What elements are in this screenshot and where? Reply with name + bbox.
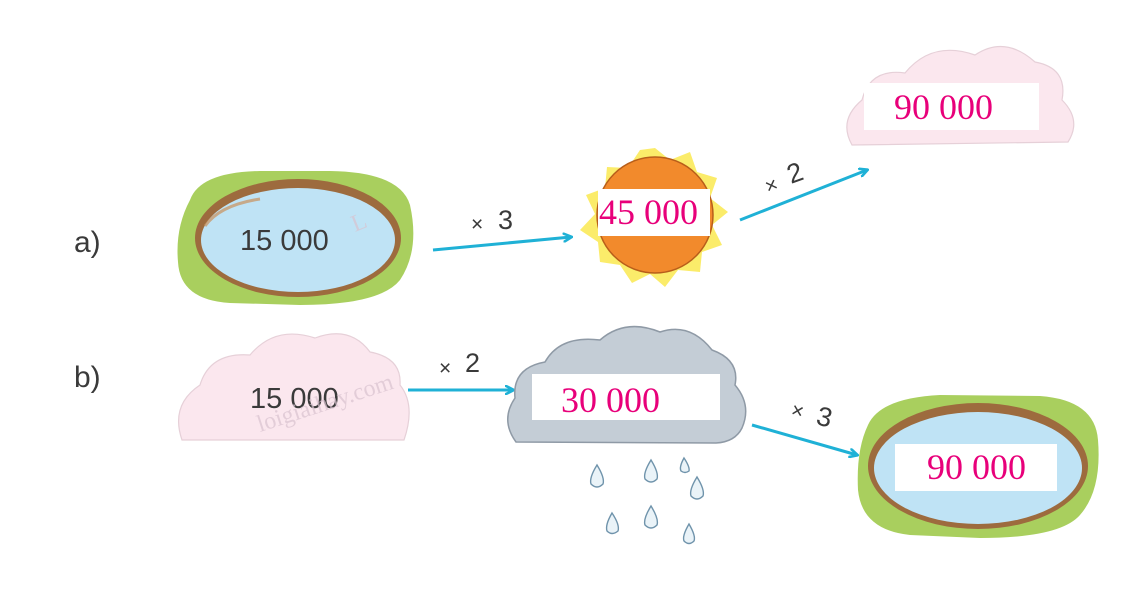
factor-b1: 2 [465, 348, 480, 378]
answer-box-b2 [895, 444, 1057, 491]
answer-box-b1 [532, 374, 720, 420]
arrow-b2 [751, 423, 857, 455]
answer-a1: 45 000 [599, 192, 698, 232]
factor-a1: 3 [498, 205, 513, 235]
arrow-a2 [739, 170, 867, 222]
times-sign-b1: × [439, 357, 451, 380]
answer-box-a1 [598, 189, 710, 236]
row-b-label: b) [74, 361, 101, 394]
raindrops-icon [589, 456, 705, 545]
pond-icon [177, 171, 414, 305]
answer-a2: 90 000 [894, 87, 993, 127]
row-a-label: a) [74, 226, 101, 259]
times-sign-a1: × [471, 213, 483, 236]
times-sign-b2: × [789, 399, 806, 424]
answer-box-a2 [864, 83, 1039, 130]
factor-b2: 3 [814, 401, 836, 434]
times-sign-a2: × [762, 173, 781, 199]
arrow-a1 [432, 237, 571, 252]
factor-a2: 2 [783, 156, 807, 189]
row-b-start-value: 15 000 [250, 383, 339, 415]
cloud-icon [178, 333, 410, 441]
answer-b2: 90 000 [927, 447, 1026, 487]
row-a-start-value: 15 000 [240, 225, 329, 257]
answer-b1: 30 000 [561, 380, 660, 420]
